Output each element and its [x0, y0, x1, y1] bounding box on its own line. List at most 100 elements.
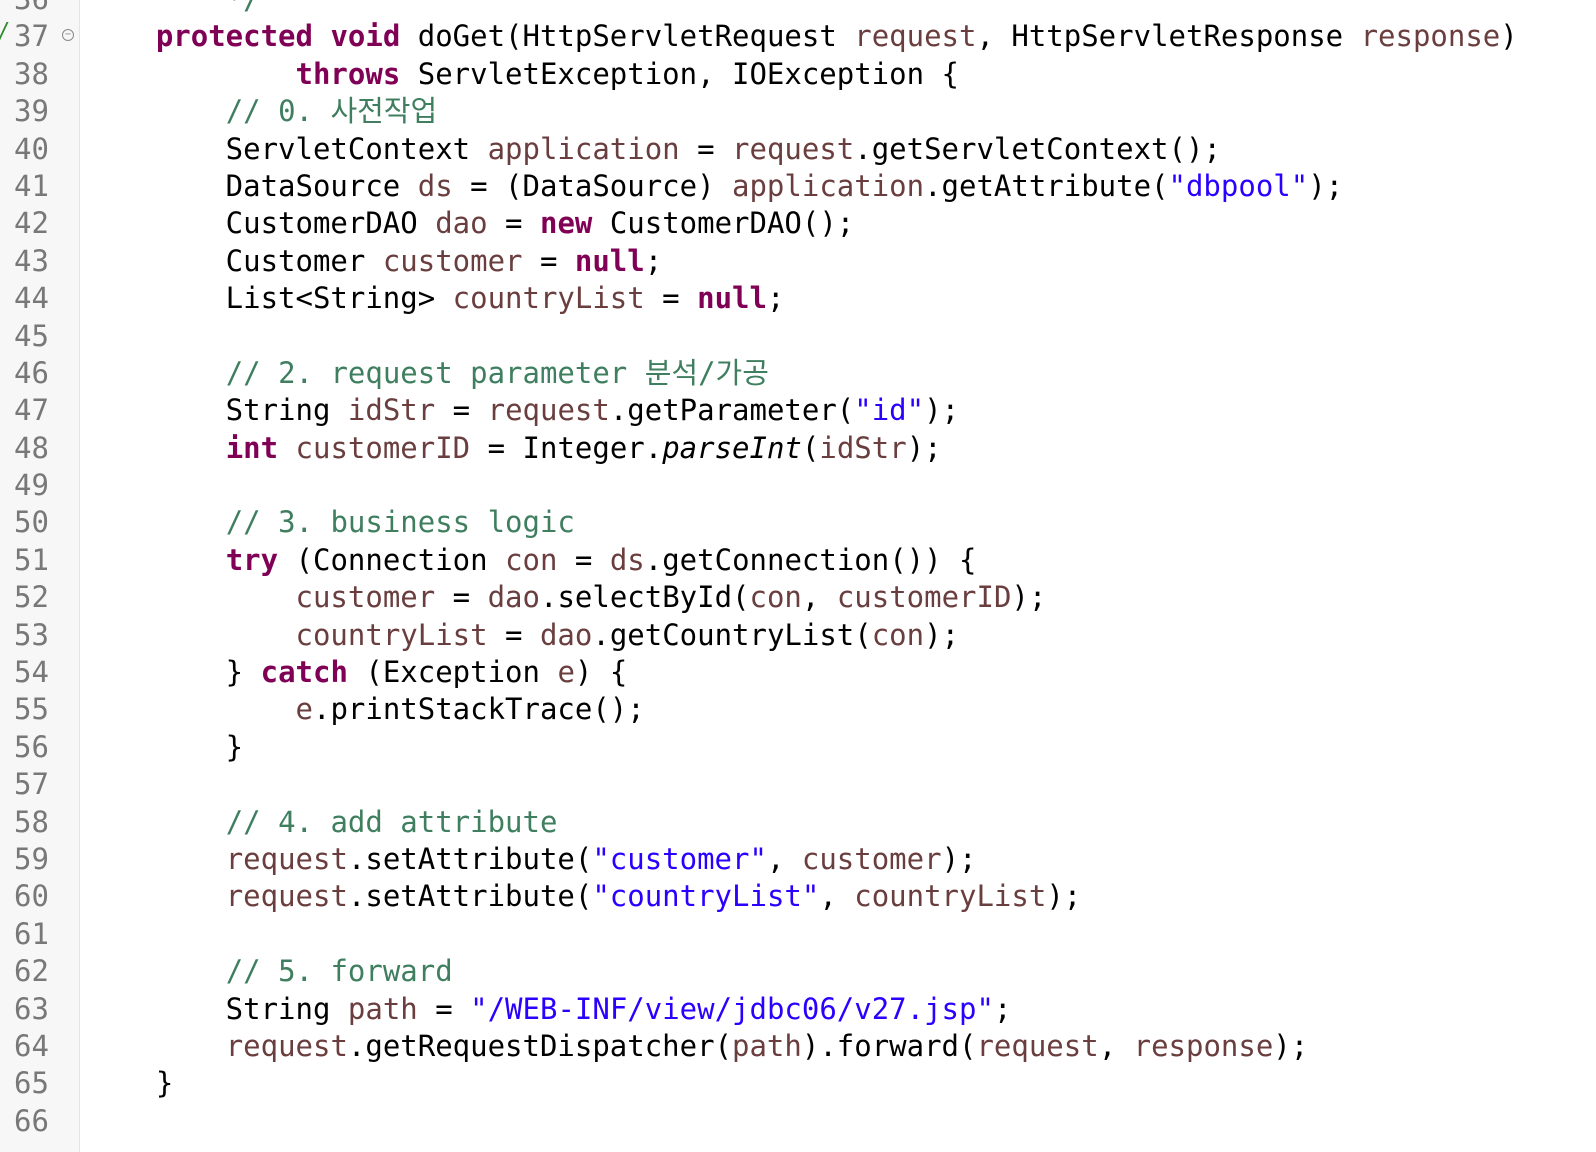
code-text: // 4. add attribute — [86, 804, 558, 841]
code-token — [86, 954, 226, 988]
code-token: application — [732, 168, 925, 203]
code-text: } catch (Exception e) { — [86, 654, 628, 691]
code-token: ServletContext — [86, 131, 488, 166]
line-number: 64 — [14, 1028, 49, 1063]
code-token: , — [766, 841, 802, 876]
code-token: int — [225, 430, 279, 465]
code-token: customerID — [836, 580, 1012, 615]
code-token: response — [1360, 19, 1501, 54]
code-token — [86, 879, 226, 913]
line-number: 37 — [14, 19, 49, 54]
code-token: ; — [993, 991, 1012, 1026]
code-token: ); — [1308, 168, 1344, 203]
code-token: "customer" — [592, 841, 767, 876]
code-token: // 2. request parameter 분석/가공 — [225, 355, 769, 390]
code-text: try (Connection con = ds.getConnection()… — [86, 542, 977, 579]
line-number: 60 — [14, 879, 49, 914]
code-token: parseInt — [662, 430, 802, 465]
code-token: ).forward( — [801, 1028, 977, 1063]
code-token: ServletException, IOException { — [400, 56, 959, 91]
code-token: , — [801, 580, 837, 615]
code-token: ); — [1273, 1028, 1309, 1063]
code-token: idStr — [819, 430, 907, 465]
code-token: .printStackTrace(); — [312, 692, 645, 727]
code-token: .getParameter( — [609, 393, 855, 428]
code-token — [86, 431, 226, 465]
code-token: ); — [924, 393, 960, 428]
code-token: ds — [609, 542, 645, 577]
code-text: customer = dao.selectById(con, customerI… — [86, 579, 1047, 616]
code-token: "countryList" — [592, 879, 820, 914]
code-text: // 2. request parameter 분석/가공 — [86, 355, 769, 392]
code-token: = — [522, 243, 575, 278]
code-token: ; — [766, 281, 785, 316]
code-token — [86, 1029, 226, 1063]
code-token: } — [86, 729, 244, 764]
code-token — [86, 94, 226, 128]
line-number: 52 — [14, 580, 49, 615]
line-number: 62 — [14, 954, 49, 989]
code-text: List<String> countryList = null; — [86, 280, 785, 317]
code-token: "dbpool" — [1168, 168, 1309, 203]
code-token: = Integer. — [470, 430, 663, 465]
code-token: request — [225, 1028, 348, 1063]
code-token: con — [505, 542, 558, 577]
code-token: customer — [382, 243, 523, 278]
code-token: e — [557, 655, 575, 690]
code-token — [86, 57, 296, 91]
code-token: = — [557, 542, 610, 577]
code-token: countryList — [452, 281, 645, 316]
code-text: ServletContext application = request.get… — [86, 131, 1221, 168]
line-number: 61 — [14, 916, 49, 951]
line-number: 47 — [14, 393, 49, 428]
code-token: , — [1098, 1028, 1134, 1063]
line-number: 40 — [14, 131, 49, 166]
code-token: , — [819, 879, 855, 914]
line-number: 53 — [14, 617, 49, 652]
code-token: .getServletContext(); — [854, 131, 1221, 166]
code-token — [86, 618, 296, 652]
code-text: DataSource ds = (DataSource) application… — [86, 168, 1343, 205]
code-token: } — [86, 655, 261, 690]
code-token: .getAttribute( — [924, 168, 1169, 203]
code-text: } — [86, 729, 243, 766]
code-token: ); — [906, 430, 942, 465]
code-token: countryList — [854, 879, 1047, 914]
code-token: request — [487, 393, 610, 428]
code-token: = — [487, 206, 540, 241]
code-token: */ — [86, 0, 261, 16]
code-token — [86, 580, 296, 614]
code-token: path — [347, 991, 418, 1026]
code-token: = — [679, 131, 733, 166]
line-number: 44 — [14, 281, 49, 316]
code-token: null — [697, 281, 767, 316]
code-text: String path = "/WEB-INF/view/jdbc06/v27.… — [86, 991, 1012, 1028]
code-text: request.setAttribute("customer", custome… — [86, 841, 977, 878]
code-text: } — [86, 1065, 173, 1102]
line-number: 51 — [14, 542, 49, 577]
code-token: String — [86, 991, 348, 1026]
fold-collapse-icon[interactable]: − — [62, 29, 74, 42]
code-token: countryList — [295, 617, 488, 652]
code-token: path — [732, 1028, 802, 1063]
code-token: // 0. 사전작업 — [225, 94, 438, 129]
line-number: 45 — [14, 318, 49, 353]
code-token — [86, 692, 296, 726]
code-token: (Exception — [347, 655, 558, 690]
code-text: throws ServletException, IOException { — [86, 56, 959, 93]
line-number: 49 — [14, 468, 49, 503]
code-token: customerID — [295, 430, 471, 465]
line-number: 65 — [14, 1066, 49, 1101]
code-text: int customerID = Integer.parseInt(idStr)… — [86, 430, 942, 467]
code-token — [86, 356, 226, 390]
code-token: customer — [295, 580, 436, 615]
line-number-gutter[interactable] — [0, 0, 80, 1152]
line-number: 63 — [14, 991, 49, 1026]
line-number: 36 — [14, 0, 74, 18]
code-token — [86, 19, 156, 53]
code-token: = — [435, 580, 488, 615]
code-token: List<String> — [86, 281, 453, 316]
code-token: (Connection — [278, 542, 506, 577]
code-token: try — [225, 542, 279, 577]
